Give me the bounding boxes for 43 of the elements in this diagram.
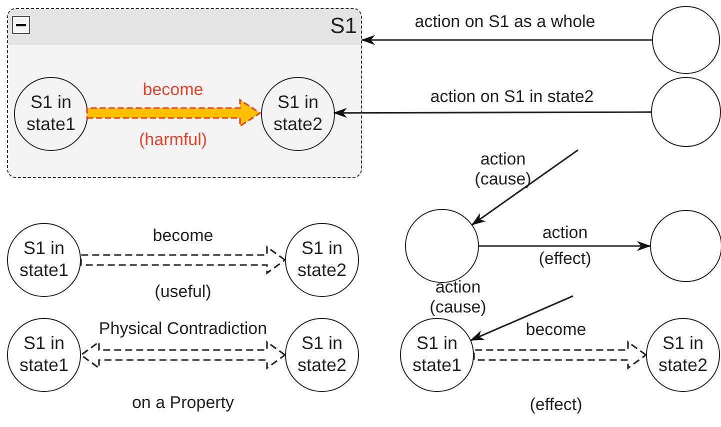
edge-label: Physical Contradiction — [98, 318, 268, 340]
state-circle — [400, 318, 474, 392]
state-circle — [7, 223, 81, 297]
empty-circle — [651, 77, 721, 147]
node-label: S1 in state1 — [18, 238, 70, 282]
edge-note: (effect) — [538, 248, 592, 270]
arrow — [479, 241, 651, 251]
hollow-dashed-arrow — [473, 340, 648, 370]
harmful-arrow — [86, 98, 262, 128]
node-label: S1 in state1 — [18, 333, 70, 377]
edge-label: become — [142, 80, 204, 100]
state-circle — [7, 318, 81, 392]
arrow — [470, 295, 574, 341]
node-label: S1 in state1 — [25, 92, 77, 136]
edge-label: action (cause) — [428, 278, 488, 318]
edge-label: action — [542, 222, 588, 244]
edge-label: become — [152, 226, 214, 246]
node-label: S1 in state1 — [411, 333, 463, 377]
state-circle — [285, 318, 359, 392]
edge-note: on a Property — [132, 392, 234, 414]
edge-label: action on S1 as a whole — [414, 12, 596, 32]
edge-note: (harmful) — [139, 130, 207, 150]
node-label: S1 in state2 — [296, 333, 348, 377]
edge-label: action on S1 in state2 — [430, 86, 594, 108]
empty-circle — [650, 210, 721, 282]
edge-label: action (cause) — [474, 150, 532, 190]
edge-note: (effect) — [530, 394, 582, 416]
edge-note: (useful) — [154, 282, 212, 302]
state-circle — [646, 318, 720, 392]
hollow-dashed-arrow — [80, 245, 286, 275]
state-circle — [285, 223, 359, 297]
node-label: S1 in state2 — [657, 333, 709, 377]
hollow-dashed-arrow — [80, 340, 286, 370]
group-title: S1 — [330, 13, 357, 40]
empty-circle — [652, 6, 720, 74]
node-label: S1 in state2 — [296, 238, 348, 282]
arrow — [471, 149, 578, 226]
node-label: S1 in state2 — [272, 92, 324, 136]
edge-label: become — [526, 320, 586, 340]
group-container — [7, 8, 362, 178]
arrow — [361, 35, 652, 45]
state-circle — [261, 77, 335, 151]
arrow — [333, 108, 651, 118]
